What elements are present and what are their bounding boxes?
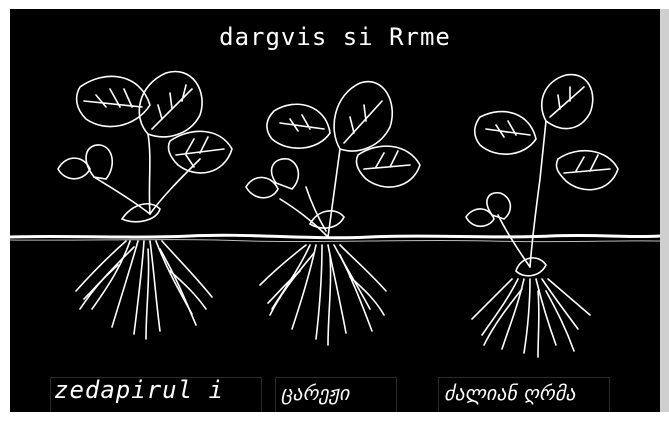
label-correct: ცარეჟი <box>281 381 349 405</box>
plant-deep <box>466 75 618 357</box>
diagram-panel: dargvis si Rrme <box>10 9 660 412</box>
plant-correct <box>246 82 420 345</box>
label-deep: ძალიან ღრმა <box>444 381 575 405</box>
plant-shallow <box>58 72 232 339</box>
label-shallow: zedapirul i <box>54 376 224 404</box>
page-edge <box>660 9 669 412</box>
soil-line <box>10 235 660 241</box>
planting-depth-illustration <box>10 9 660 412</box>
